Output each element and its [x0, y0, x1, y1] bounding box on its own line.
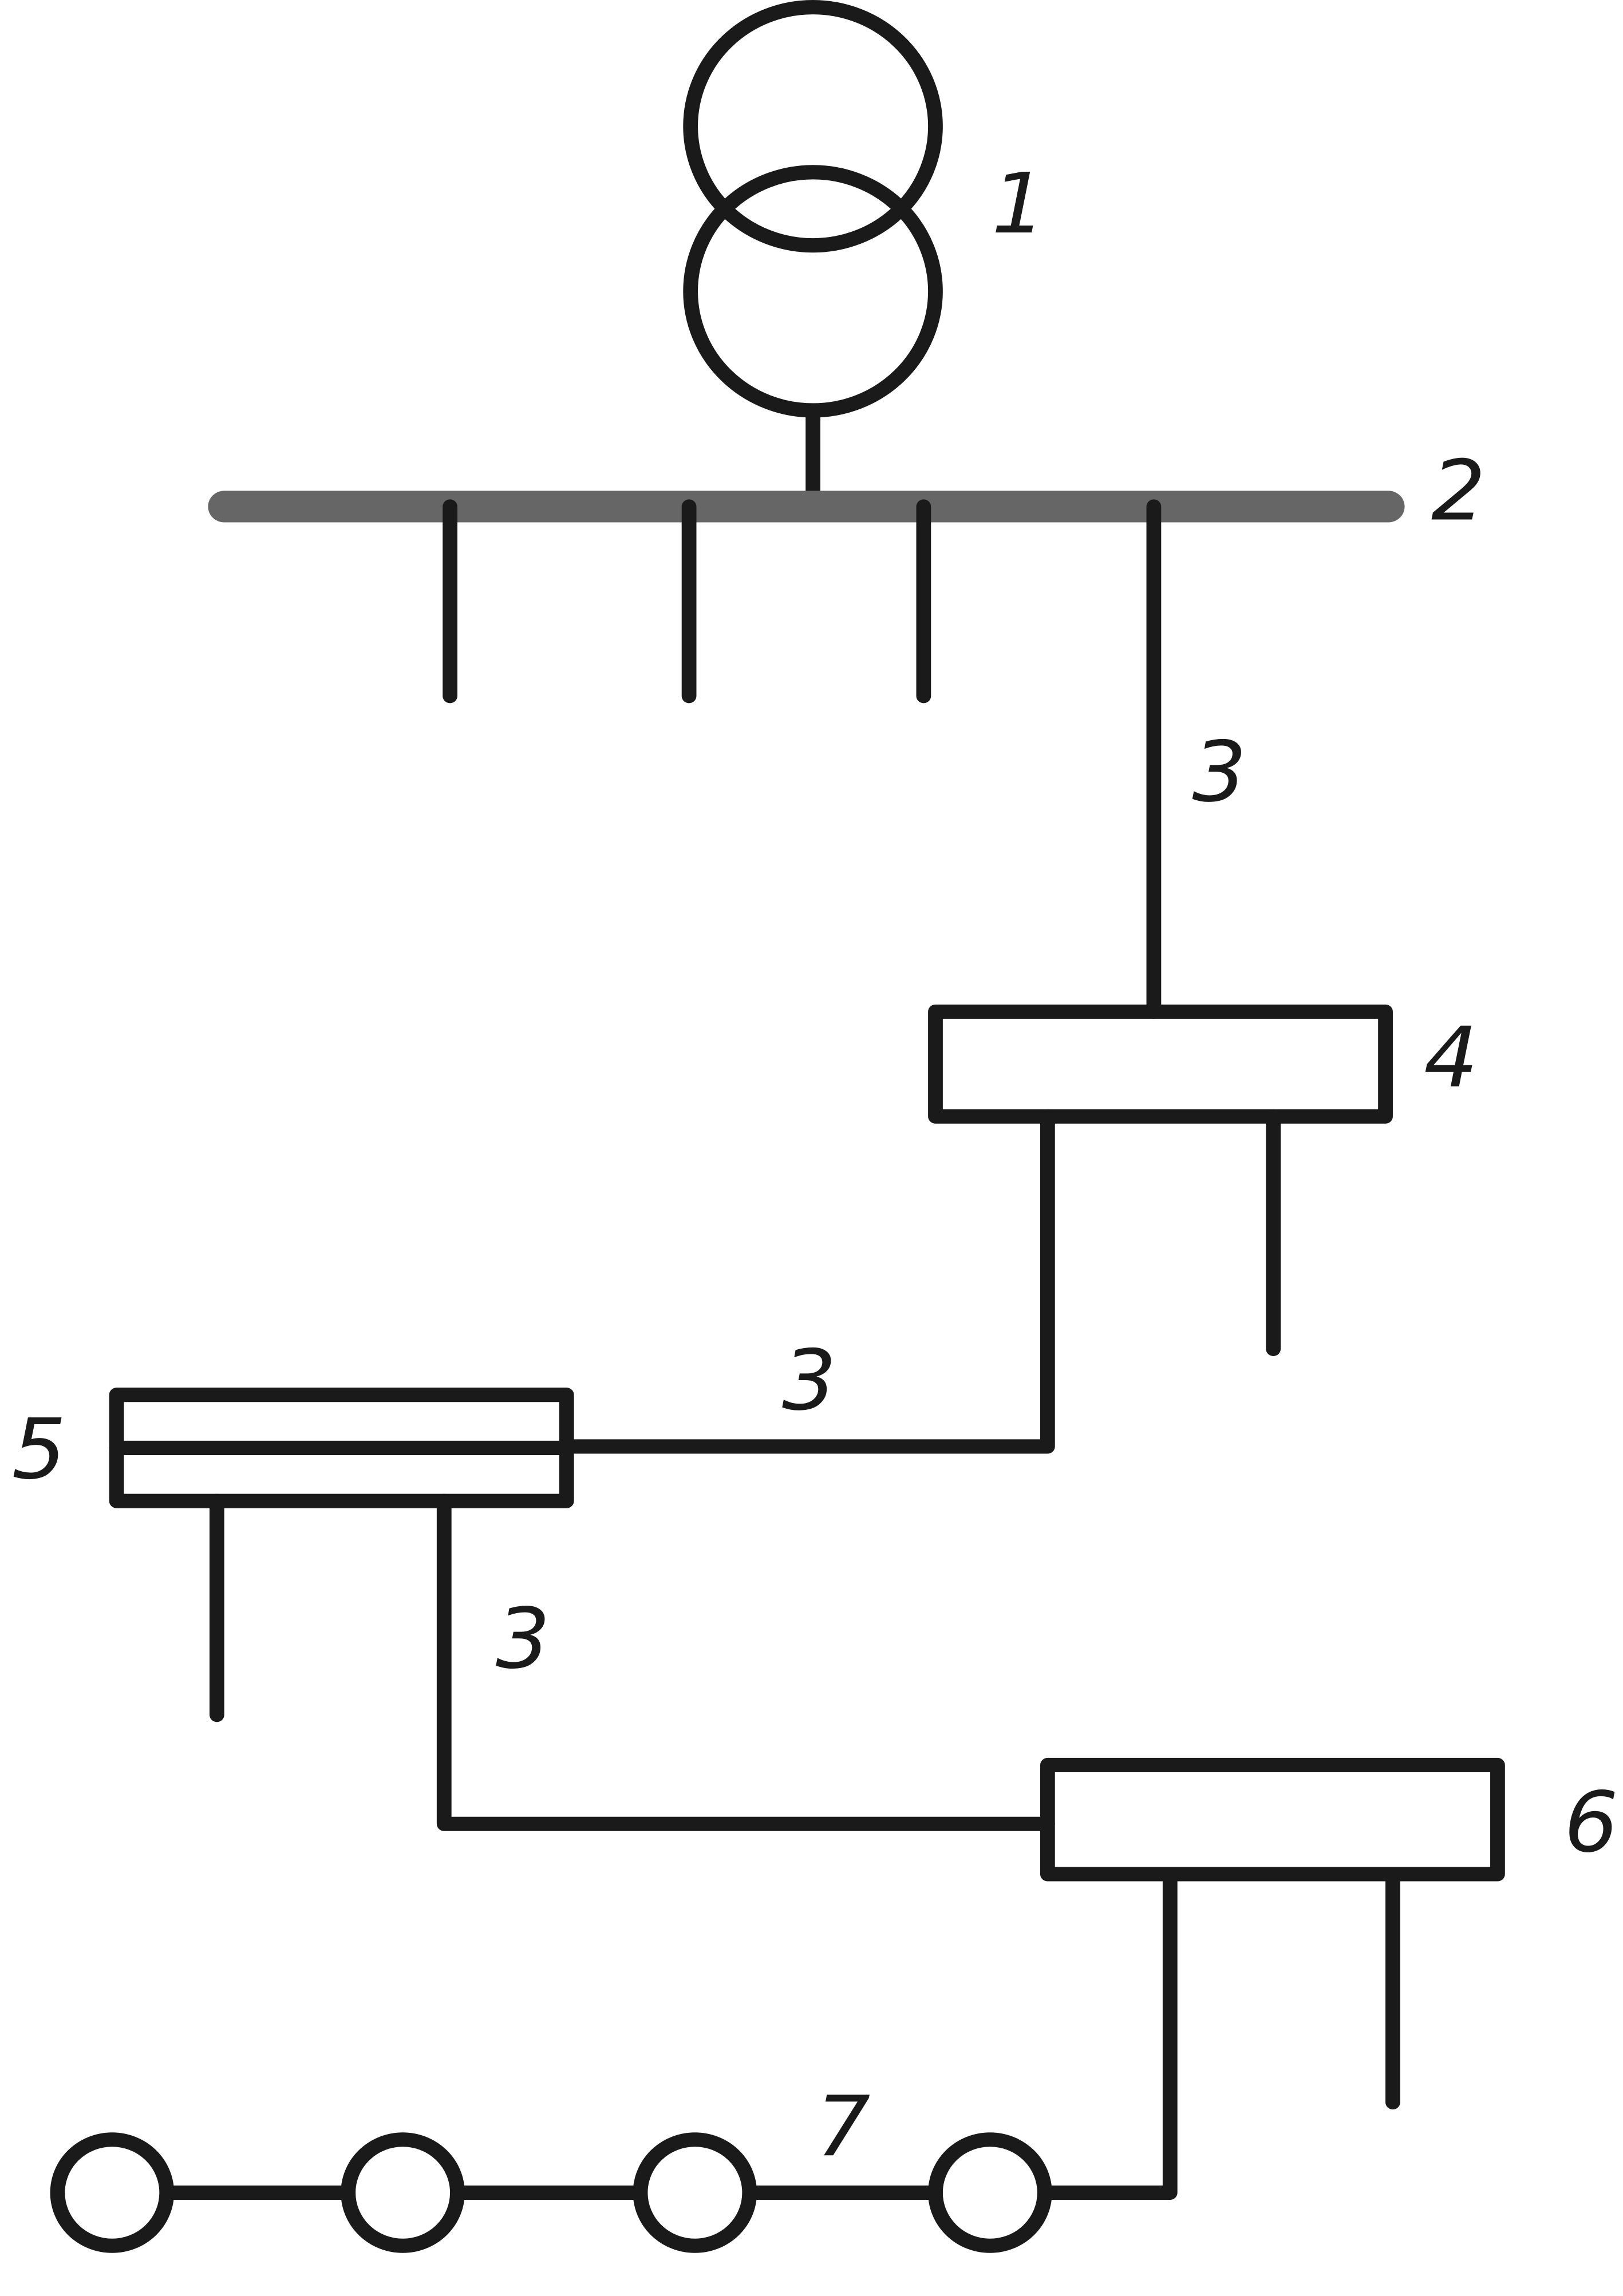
- distribution-cabinet-6: [1040, 1757, 1505, 1882]
- label-cabinet-6: 6: [1564, 1774, 1618, 1871]
- label-transformer: 1: [992, 155, 1046, 252]
- receiver-3: [633, 2132, 757, 2253]
- line-cabinet-5-to-6: [436, 1493, 1055, 1831]
- double-bus-cabinet-5: [109, 1388, 574, 1508]
- transformer-winding-primary: [683, 0, 943, 253]
- receiver-4: [928, 2132, 1052, 2253]
- label-trunk-chain: 7: [816, 2078, 870, 2175]
- trunk-line-to-receivers: [1043, 1867, 1178, 2200]
- receiver-1: [50, 2132, 175, 2253]
- line-cabinet-4-to-5: [559, 1109, 1055, 1454]
- receiver-2: [341, 2132, 465, 2253]
- label-line-a: 3: [1192, 724, 1246, 821]
- label-cabinet-4: 4: [1424, 1009, 1478, 1106]
- receiver-chain: [50, 2132, 1052, 2253]
- label-line-c: 3: [496, 1590, 550, 1688]
- label-main-bus: 2: [1431, 442, 1486, 539]
- label-cabinet-5: 5: [12, 1401, 66, 1498]
- distribution-cabinet-4: [928, 1004, 1393, 1124]
- transformer-winding-secondary: [683, 165, 943, 418]
- label-line-b: 3: [782, 1332, 836, 1429]
- main-bus-feeders: [443, 499, 1162, 1019]
- transformer-symbol: [683, 0, 943, 514]
